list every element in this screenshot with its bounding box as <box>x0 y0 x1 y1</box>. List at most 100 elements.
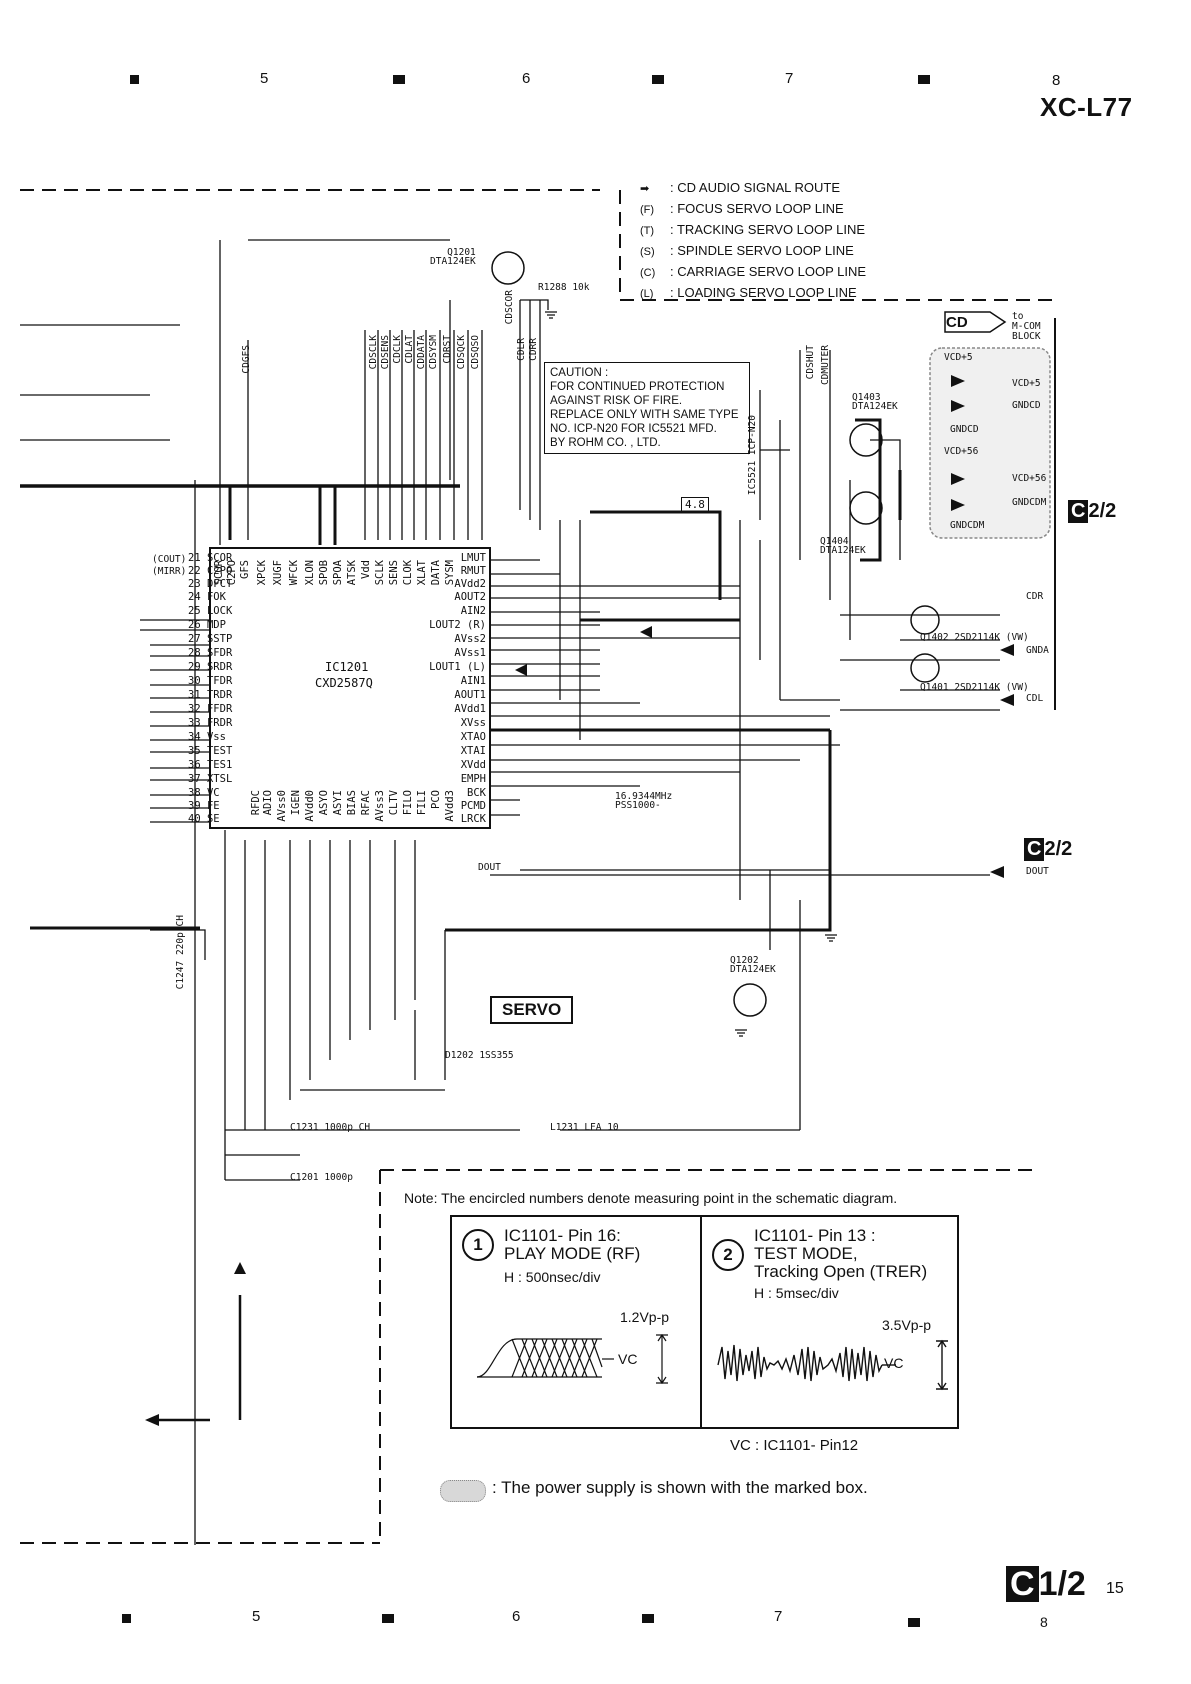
measuring-note: Note: The encircled numbers denote measu… <box>404 1190 898 1206</box>
net-cdsqso: CDSQSO <box>470 335 481 370</box>
ic-pin-top: SPOA <box>332 560 344 586</box>
ic-pin-left: 28 SFDR <box>188 647 233 659</box>
ic-pin-left: 29 SRDR <box>188 661 233 673</box>
net-cddata: CDDATA <box>416 335 427 370</box>
zone-marker <box>908 1618 920 1627</box>
ic-pin-right: LOUT2 (R) <box>429 619 486 631</box>
r1288-label: R1288 10k <box>538 282 590 293</box>
ic-pin-bottom: ASYO <box>318 790 330 816</box>
point-2-amp: 3.5Vp-p <box>882 1317 932 1333</box>
ic-pin-right: AIN2 <box>460 605 486 617</box>
net-cdrst: CDRST <box>442 335 453 364</box>
net-cdmuter: CDMUTER <box>820 345 831 386</box>
vcd56-out-label: VCD+56 <box>1012 473 1047 484</box>
ic-pin-top: XPCK <box>256 560 268 586</box>
zone-marker <box>122 1614 131 1623</box>
measure-point-1-icon: 1 <box>462 1229 494 1261</box>
net-cdrr: CDRR <box>528 338 539 361</box>
loop-t-icon: (T) <box>640 225 655 237</box>
mirr-label: (MIRR) <box>152 566 187 577</box>
ic-pin-right: AVdd1 <box>454 703 486 715</box>
legend-focus: (F): FOCUS SERVO LOOP LINE <box>640 201 844 216</box>
vcd56-label: VCD+56 <box>944 446 979 457</box>
loop-s-icon: (S) <box>640 246 655 258</box>
net-cdclk: CDCLK <box>392 335 403 364</box>
ic-pin-left: 23 DFCT <box>188 578 233 590</box>
ic-pin-top: XLON <box>304 560 316 586</box>
point-1-ref: VC <box>618 1351 638 1367</box>
ic-pin-bottom: ADIO <box>262 790 274 816</box>
net-cdsens: CDSENS <box>380 335 391 370</box>
zone-marker <box>393 75 405 84</box>
ic-pin-top: C2PO <box>226 560 238 586</box>
ic-pin-left: 35 TEST <box>188 745 233 757</box>
ic1201: IC1201 CXD2587Q 21 SCOR 22 C2PO 23 DFCT … <box>188 548 490 828</box>
legend-carriage: (C): CARRIAGE SERVO LOOP LINE <box>640 264 867 279</box>
ic-pin-left: 27 SSTP <box>188 633 233 645</box>
c1231-label: C1231 1000p CH <box>290 1122 371 1133</box>
to-block-label: to M-COM BLOCK <box>1012 311 1041 342</box>
loop-l-icon: (L) <box>640 288 654 300</box>
ic-pin-bottom: ASYI <box>332 790 344 816</box>
zone-number: 8 <box>1040 1614 1048 1630</box>
net-cdscor: CDSCOR <box>504 290 515 325</box>
ic-pin-right: XTAO <box>460 731 486 743</box>
ic-pin-top: ATSK <box>346 560 358 586</box>
ic-pin-left: 36 TES1 <box>188 759 233 771</box>
ic-part: CXD2587Q <box>315 676 373 690</box>
ic-pin-right: XTAI <box>460 745 486 757</box>
ic-pin-top: Vdd <box>360 560 372 579</box>
gndcd-label: GNDCD <box>950 424 979 435</box>
zone-number: 5 <box>260 70 269 87</box>
zone-marker <box>652 75 664 84</box>
gndcdm-label: GNDCDM <box>950 520 985 531</box>
ic-pin-top: SPOB <box>318 560 330 586</box>
point-1-title: IC1101- Pin 16: <box>504 1226 621 1245</box>
gnda-label: GNDA <box>1026 645 1049 656</box>
zone-marker <box>382 1614 394 1623</box>
vcd5-out-label: VCD+5 <box>1012 378 1041 389</box>
arrow-icon: ➡ <box>640 183 650 195</box>
point-2-title: IC1101- Pin 13 : <box>754 1226 876 1245</box>
gndcd-out-label: GNDCD <box>1012 400 1041 411</box>
dout-label: DOUT <box>1026 866 1049 877</box>
ic-pin-left: 33 FRDR <box>188 717 233 729</box>
net-cdsclk: CDSCLK <box>368 335 379 370</box>
net-cdlr: CDLR <box>516 338 527 361</box>
ic-pin-top: CLOK <box>402 560 414 586</box>
ic-pin-bottom: FILO <box>402 790 414 816</box>
point-2-ref: VC <box>884 1355 904 1371</box>
cd-connector-label: CD <box>946 314 968 331</box>
ic-pin-left: 34 Vss <box>188 731 226 743</box>
ic-pin-bottom: AVdd3 <box>444 790 456 822</box>
legend-loading: (L): LOADING SERVO LOOP LINE <box>640 285 857 300</box>
waveform-cell-1: 1 IC1101- Pin 16: PLAY MODE (RF) H : 500… <box>452 1217 702 1427</box>
ic-pin-right: AOUT1 <box>454 689 486 701</box>
ic5521-label: IC5521 ICP-N20 <box>747 415 758 496</box>
page-number: 15 <box>1106 1580 1124 1597</box>
vcd5-label: VCD+5 <box>944 352 973 363</box>
ic-pin-top: XUGF <box>272 560 284 586</box>
ic-pin-left: 25 LOCK <box>188 605 233 617</box>
ic-pin-top: SCOR <box>213 560 225 586</box>
net-cdlat: CDLAT <box>404 335 415 364</box>
net-cdsqck: CDSQCK <box>456 335 467 370</box>
ic-pin-left: 39 FE <box>188 800 220 812</box>
ic-pin-left: 37 XTSL <box>188 773 233 785</box>
servo-block-label: SERVO <box>490 996 574 1024</box>
zone-number: 6 <box>522 70 531 87</box>
ic-pin-bottom: PCO <box>430 790 442 809</box>
ic-pin-top: GFS <box>239 560 251 579</box>
ic-pin-right: XVdd <box>460 759 486 771</box>
net-cdsysm: CDSYSM <box>428 335 439 370</box>
point-1-mode: PLAY MODE (RF) <box>504 1244 641 1263</box>
ic-pin-right: LRCK <box>460 813 486 825</box>
ic-pin-top: SENS <box>388 560 400 586</box>
c1201-label: C1201 1000p <box>290 1172 353 1183</box>
ic-pin-left: 24 FOK <box>188 591 226 603</box>
zone-number: 7 <box>785 70 794 87</box>
d1202-label: D1202 1SS355 <box>445 1050 514 1061</box>
